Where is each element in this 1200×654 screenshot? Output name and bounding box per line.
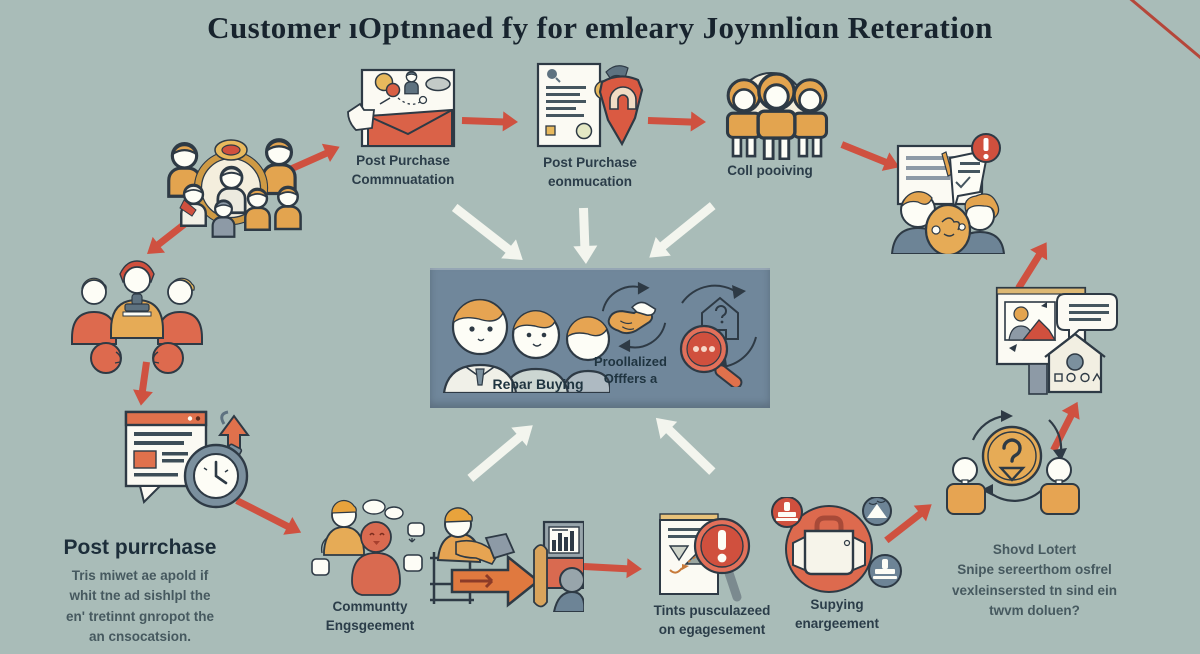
label-coll-pooving: Coll pooiving bbox=[727, 163, 813, 178]
label-tints: Tints pusculazeed on egagesement bbox=[653, 603, 771, 637]
house-media-card-icon bbox=[993, 280, 1121, 398]
three-people-icon bbox=[710, 66, 832, 160]
people-review-alert-icon bbox=[890, 130, 1008, 254]
repeat-buyers-icon bbox=[440, 283, 610, 393]
page-title: Customer ıOptnnaed fy for emleary Joynnl… bbox=[207, 10, 993, 45]
document-magnifier-alert-icon bbox=[648, 512, 760, 604]
label-community: Communtty Engsgeement bbox=[325, 599, 415, 633]
label-supying: Supying enargeement bbox=[794, 597, 880, 631]
shopping-bag-badges-icon bbox=[765, 497, 907, 597]
community-people-icon bbox=[310, 497, 428, 599]
post-purchase-text-block: Post purrchase Tris miwet ae apold if wh… bbox=[30, 536, 250, 647]
handshake-cycle-icon bbox=[595, 278, 673, 356]
document-shield-icon bbox=[532, 60, 644, 152]
shovd-lotert-text-block: Shovd Lotert Snipe sereerthom osfrel vex… bbox=[932, 540, 1137, 621]
magnifier-house-cycle-icon bbox=[668, 275, 766, 387]
label-personalized-offers: Proollalized Offfers a bbox=[594, 354, 667, 386]
label-repar-buying: Repar Buying bbox=[492, 376, 584, 392]
people-question-coin-icon bbox=[943, 406, 1081, 518]
shovd-lotert-body: Shovd Lotert Snipe sereerthom osfrel vex… bbox=[951, 542, 1118, 618]
center-loyalty-box: Repar Buying Proollalized Offfers a bbox=[430, 268, 770, 408]
postcard-envelope-icon bbox=[346, 68, 458, 150]
post-purchase-heading: Post purrchase bbox=[63, 536, 217, 559]
worker-conversion-arrow-icon bbox=[422, 496, 584, 612]
browser-clock-icon bbox=[120, 402, 258, 514]
family-group-icon bbox=[138, 120, 323, 258]
label-post-purchase-conf: Post Purchase eonmucation bbox=[543, 155, 637, 189]
stamp-group-icon bbox=[66, 258, 208, 376]
post-purchase-body: Tris miwet ae apold if whit tne ad sishl… bbox=[66, 568, 214, 644]
label-post-purchase-comm: Post Purchase Commnuatation bbox=[351, 153, 455, 187]
